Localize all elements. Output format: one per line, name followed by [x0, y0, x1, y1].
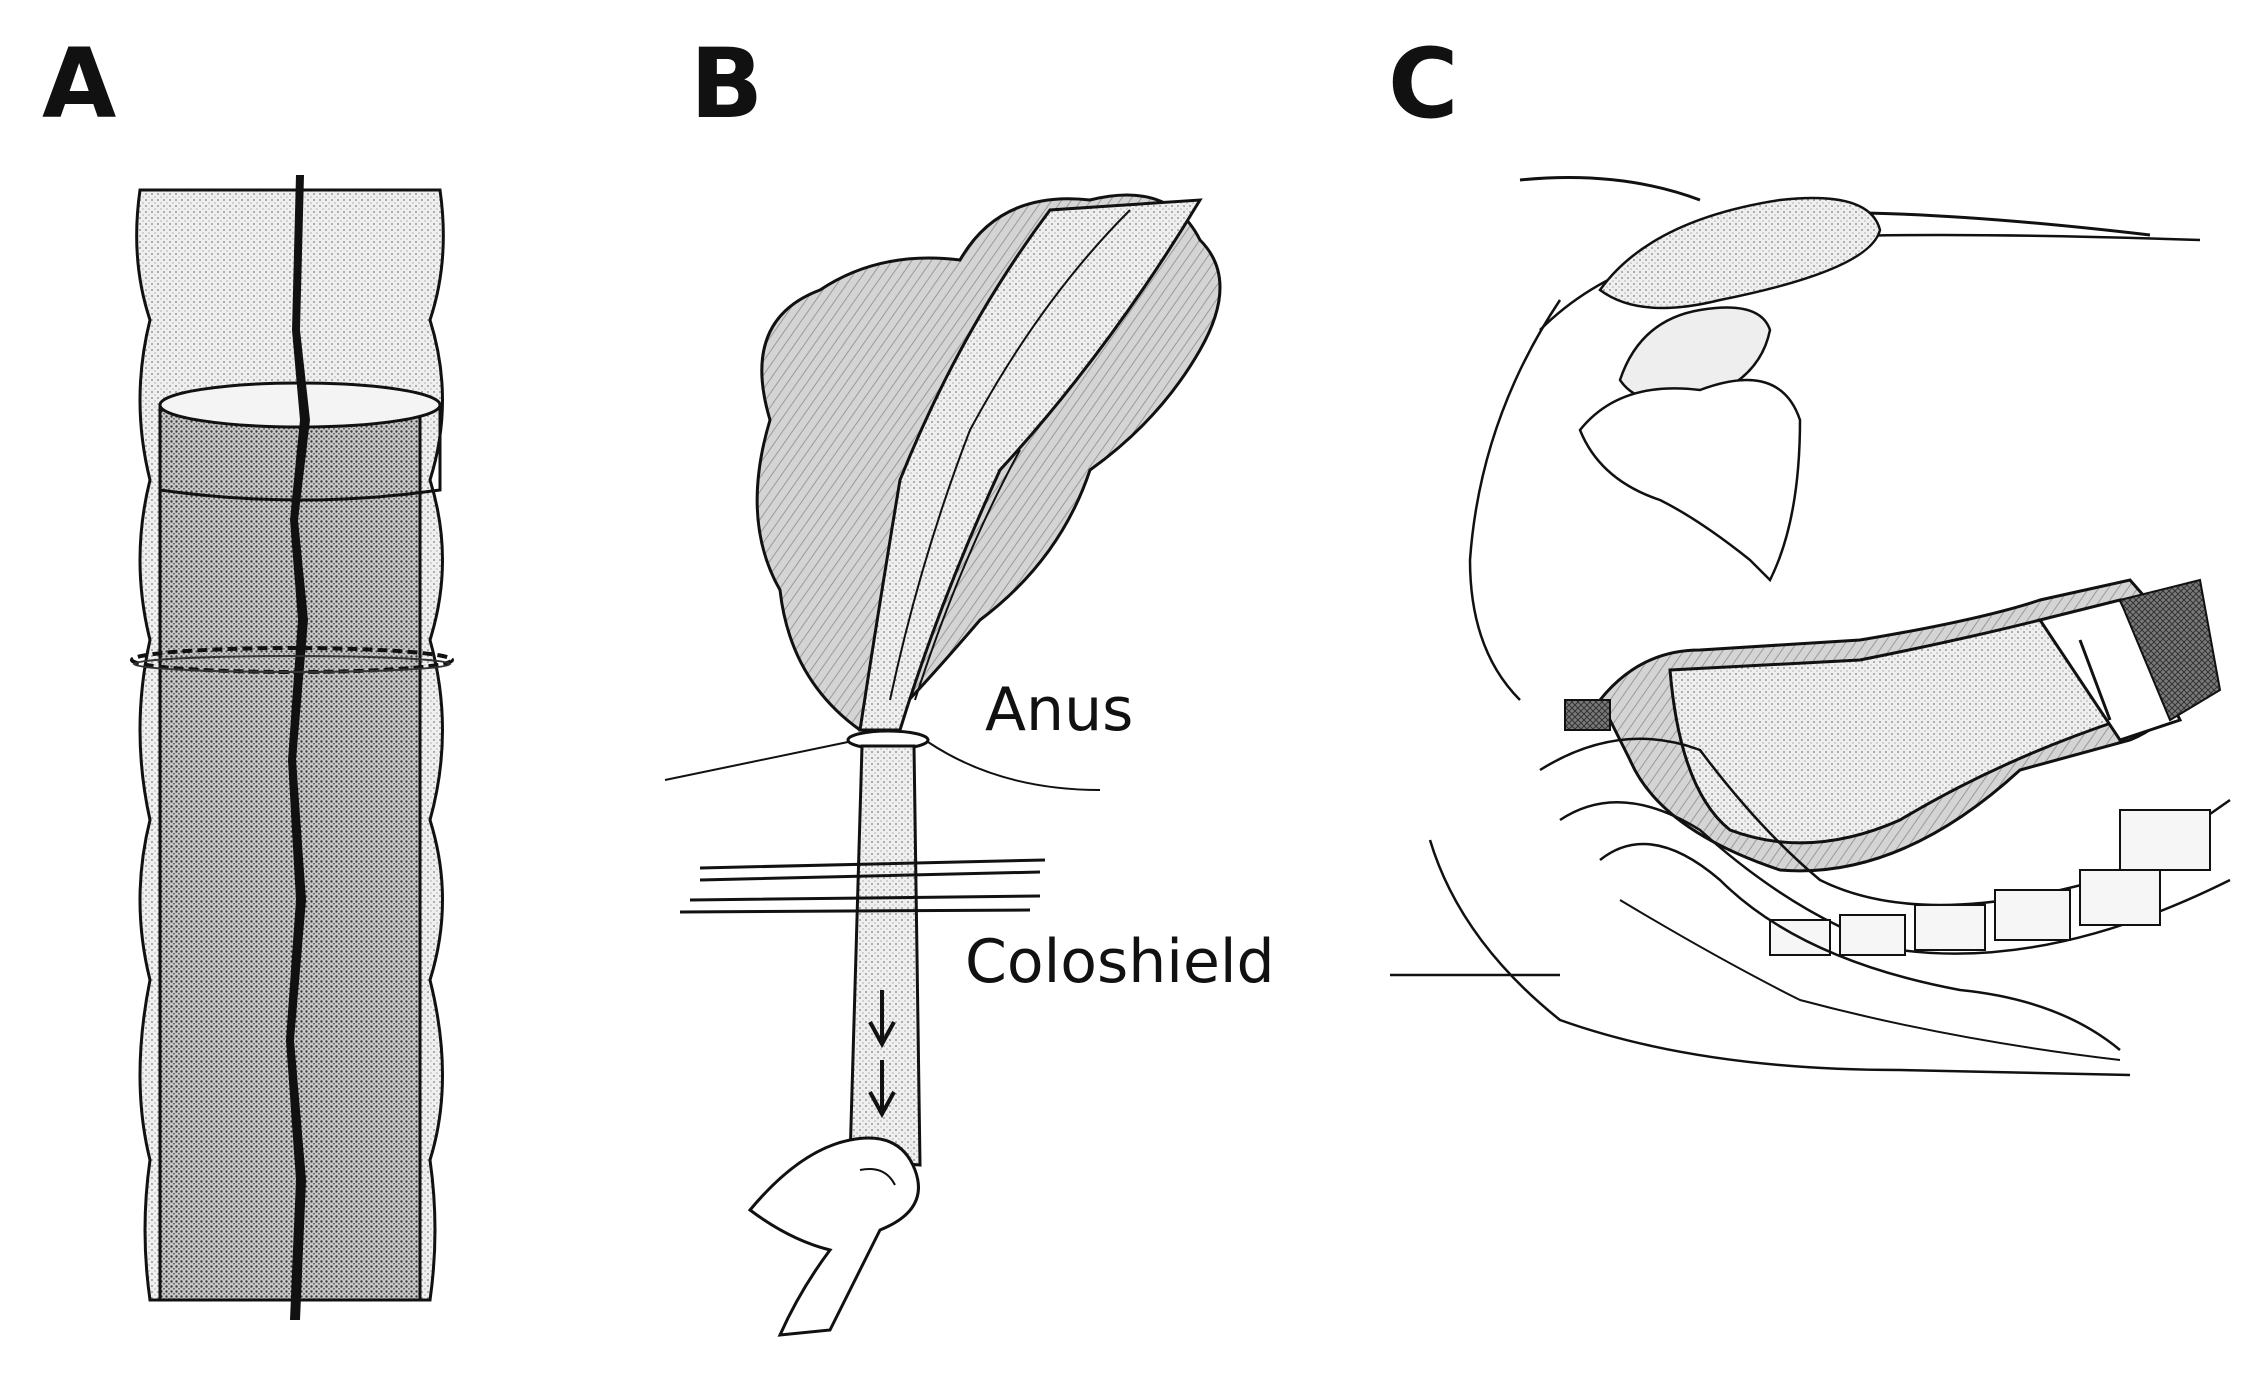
coloshield-tube: [858, 198, 1203, 732]
clamp: [679, 858, 1046, 914]
panel-a-drawing: [130, 175, 454, 1320]
panel-b-drawing: [664, 193, 1222, 1337]
colorectal-shield: [1668, 618, 2122, 845]
panel-label-a: A: [42, 28, 117, 140]
bladder: [1598, 196, 1882, 310]
purse-string-suture: [130, 646, 454, 674]
panel-c-drawing: [1390, 176, 2231, 1077]
hand: [747, 1136, 920, 1337]
label-anus: Anus: [985, 675, 1134, 745]
pull-arrows: [868, 990, 896, 1119]
anal-clamp: [1564, 699, 1611, 731]
prostate: [1578, 378, 1802, 583]
panel-label-b: B: [690, 28, 764, 140]
shield-lower: [848, 744, 922, 1167]
central-seam: [286, 175, 310, 1320]
label-coloshield: Coloshield: [965, 927, 1275, 997]
shield-sleeve: [158, 408, 422, 1302]
panel-label-c: C: [1388, 28, 1459, 140]
